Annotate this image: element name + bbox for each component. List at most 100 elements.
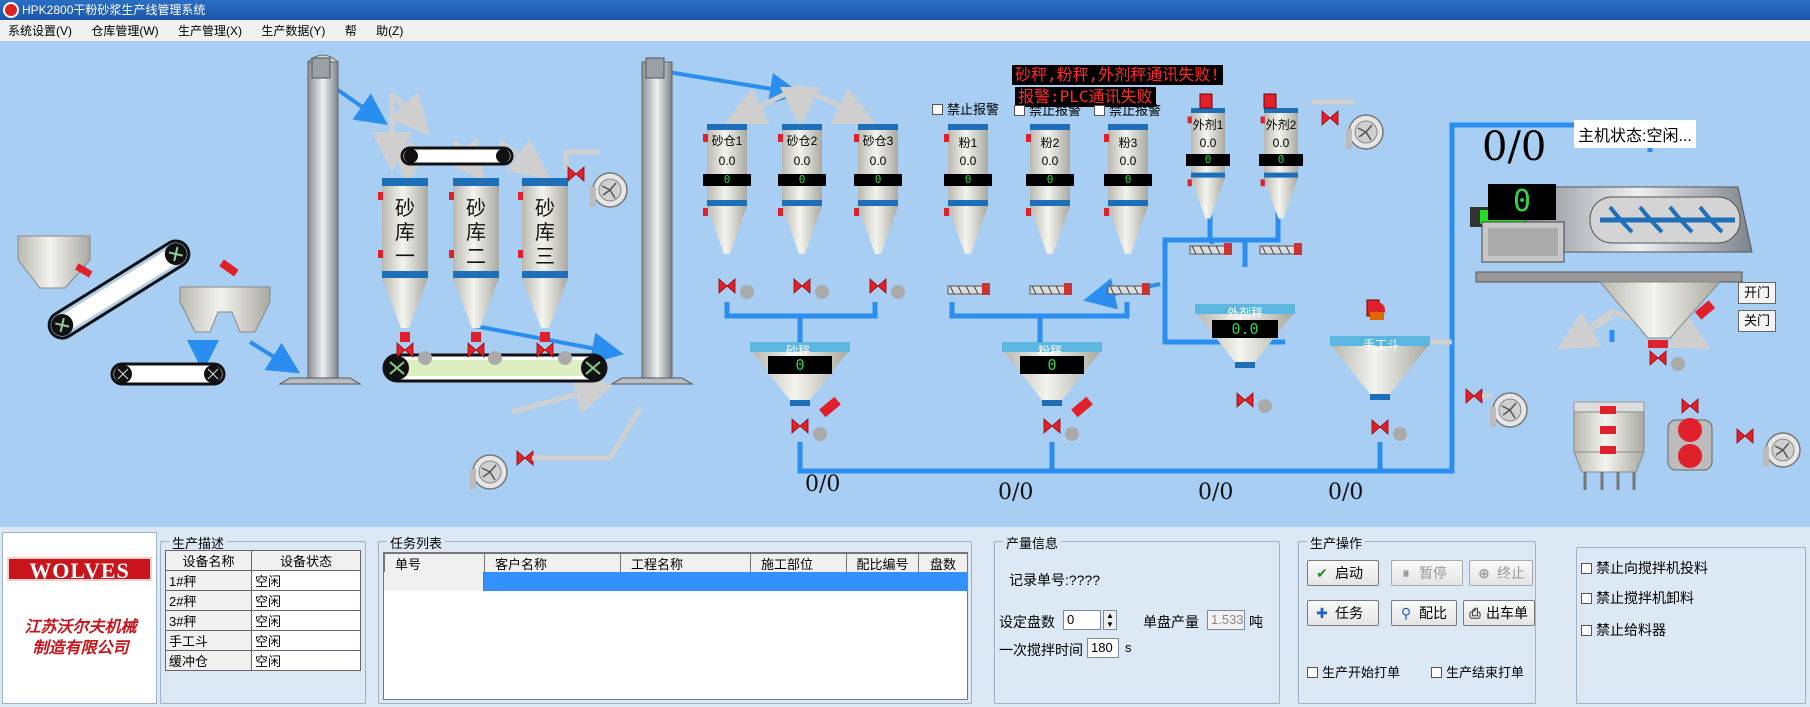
set-batches-input[interactable]: 0: [1063, 610, 1101, 630]
table-row[interactable]: 手工斗空闲: [165, 630, 361, 651]
checkbox-label: 禁止报警: [947, 102, 1000, 117]
set-batches-label: 设定盘数: [999, 614, 1055, 630]
bin-name-sand-2: 砂仓2: [786, 134, 818, 148]
company-name-line1: 江苏沃尔夫机械: [24, 617, 137, 636]
brand-logo: WOLVES: [7, 557, 152, 583]
task-list-group: 任务列表 单号 客户名称 工程名称 施工部位 配比编号 盘数: [378, 533, 972, 704]
device-status: 空闲: [251, 610, 361, 631]
bin-name-powder-3: 粉3: [1118, 136, 1138, 150]
checkbox-label: 禁止报警: [1109, 103, 1162, 118]
control-panel: WOLVES 江苏沃尔夫机械 制造有限公司 生产描述 设备名称 设备状态 1#秤…: [0, 527, 1810, 707]
device-name: 缓冲仓: [165, 650, 252, 671]
sand-silo-3-label: 砂库三: [535, 196, 555, 268]
production-description-group: 生产描述 设备名称 设备状态 1#秤空闲 2#秤空闲 3#秤空闲 手工斗空闲 缓…: [160, 533, 366, 704]
disable-feeder-checkbox[interactable]: 禁止给料器: [1581, 620, 1666, 640]
checkbox-label: 禁止向搅拌机投料: [1596, 560, 1708, 576]
device-name: 3#秤: [165, 610, 252, 631]
scale-name-sand: 砂秤: [786, 344, 811, 358]
checkbox-box: [1581, 593, 1592, 604]
checkbox-box: [1581, 563, 1592, 574]
table-row[interactable]: 1#秤空闲: [165, 570, 361, 591]
menu-help-1[interactable]: 帮: [344, 24, 357, 38]
production-operations-title: 生产操作: [1307, 533, 1366, 552]
column-header-batches[interactable]: 盘数: [918, 553, 968, 574]
checkbox-label: 生产开始打单: [1322, 665, 1401, 680]
bin-name-sand-3: 砂仓3: [862, 134, 894, 148]
checkmark-icon: ✔: [1316, 565, 1328, 581]
menu-production[interactable]: 生产管理(X): [178, 24, 243, 38]
bin-display-additive-2: 0: [1259, 154, 1303, 166]
checkbox-label: 禁止给料器: [1596, 622, 1666, 638]
checkbox-box: [1581, 625, 1592, 636]
print-at-start-checkbox[interactable]: 生产开始打单: [1307, 662, 1400, 681]
column-header-project[interactable]: 工程名称: [620, 553, 751, 574]
scale-ratio-manual-hopper: 0/0: [1328, 480, 1364, 505]
mixer-open-door-button[interactable]: 开门: [1738, 282, 1776, 304]
bin-value-powder-3: 0.0: [1119, 154, 1137, 168]
column-header-customer[interactable]: 客户名称: [484, 553, 621, 574]
bin-name-sand-1: 砂仓1: [711, 134, 743, 148]
mixer-close-door-button[interactable]: 关门: [1738, 310, 1776, 332]
scale-ratio-powder: 0/0: [998, 480, 1034, 505]
bin-display-powder-2: 0: [1026, 174, 1074, 186]
start-button[interactable]: ✔启动: [1307, 560, 1379, 586]
disable-mixer-feed-checkbox[interactable]: 禁止向搅拌机投料: [1581, 558, 1708, 578]
column-header-status: 设备状态: [251, 550, 361, 571]
task-label: 任务: [1335, 605, 1363, 621]
device-status: 空闲: [251, 630, 361, 651]
delivery-ticket-button[interactable]: ⎙出车单: [1463, 600, 1535, 626]
mix-time-input[interactable]: 180: [1087, 638, 1119, 658]
bin-name-powder-1: 粉1: [958, 136, 978, 150]
task-list-grid[interactable]: 单号 客户名称 工程名称 施工部位 配比编号 盘数: [383, 552, 968, 700]
table-row[interactable]: 缓冲仓空闲: [165, 650, 361, 671]
recipe-button[interactable]: ⚲配比: [1391, 600, 1457, 626]
table-row[interactable]: 3#秤空闲: [165, 610, 361, 631]
production-operations-group: 生产操作 ✔启动 ⏸暂停 ⊕终止 ✚任务 ⚲配比 ⎙出车单 生产开始打单 生产结…: [1298, 533, 1536, 704]
checkbox-label: 禁止报警: [1029, 103, 1082, 118]
task-button[interactable]: ✚任务: [1307, 600, 1379, 626]
print-at-end-checkbox[interactable]: 生产结束打单: [1431, 662, 1524, 681]
company-name-line2: 制造有限公司: [32, 638, 129, 657]
disable-mixer-discharge-checkbox[interactable]: 禁止搅拌机卸料: [1581, 588, 1694, 608]
menu-help-2[interactable]: 助(Z): [376, 24, 404, 38]
column-header-recipe-no[interactable]: 配比编号: [846, 553, 919, 574]
menu-production-data[interactable]: 生产数据(Y): [261, 24, 326, 38]
bin-display-sand-1: 0: [703, 174, 751, 186]
magnifier-icon: ⚲: [1400, 605, 1412, 621]
mixer-ratio: 0/0: [1482, 124, 1547, 170]
pause-icon: ⏸: [1402, 565, 1410, 581]
stop-label: 终止: [1497, 565, 1525, 581]
column-header-device: 设备名称: [165, 550, 252, 571]
bin-value-additive-1: 0.0: [1199, 136, 1217, 150]
task-row-selected[interactable]: [384, 572, 968, 591]
menu-warehouse[interactable]: 仓库管理(W): [91, 24, 159, 38]
stop-button[interactable]: ⊕终止: [1469, 560, 1533, 586]
disable-alarm-checkbox-1[interactable]: 禁止报警: [932, 99, 999, 118]
pause-button[interactable]: ⏸暂停: [1391, 560, 1463, 586]
disable-alarm-checkbox-2[interactable]: 禁止报警: [1014, 100, 1081, 119]
bin-name-additive-1: 外剂1: [1192, 118, 1224, 132]
delivery-ticket-label: 出车单: [1486, 605, 1528, 621]
disable-alarm-checkbox-3[interactable]: 禁止报警: [1094, 100, 1161, 119]
menu-system-settings[interactable]: 系统设置(V): [8, 24, 72, 38]
bin-display-additive-1: 0: [1186, 154, 1230, 166]
bin-value-sand-1: 0.0: [718, 154, 736, 168]
production-description-title: 生产描述: [169, 533, 228, 552]
column-header-site[interactable]: 施工部位: [750, 553, 847, 574]
mixer-status: 主机状态:空闲...: [1574, 120, 1696, 148]
column-header-order-no[interactable]: 单号: [384, 553, 485, 574]
table-row[interactable]: 2#秤空闲: [165, 590, 361, 611]
checkbox-box: [1431, 667, 1442, 678]
unit-output-label: 单盘产量: [1143, 614, 1199, 630]
bin-value-powder-2: 0.0: [1041, 154, 1059, 168]
task-table-header: 单号 客户名称 工程名称 施工部位 配比编号 盘数: [384, 553, 968, 574]
bin-value-additive-2: 0.0: [1272, 136, 1290, 150]
bin-display-sand-3: 0: [854, 174, 902, 186]
checkbox-box: [1014, 105, 1025, 116]
batches-stepper[interactable]: ▲▼: [1103, 610, 1117, 630]
output-info-title: 产量信息: [1003, 533, 1062, 552]
scale-name-additive: 外剂秤: [1227, 306, 1264, 320]
unit-output-unit: 吨: [1249, 614, 1263, 630]
bin-value-sand-3: 0.0: [869, 154, 887, 168]
device-status-table: 设备名称 设备状态 1#秤空闲 2#秤空闲 3#秤空闲 手工斗空闲 缓冲仓空闲: [165, 550, 361, 671]
